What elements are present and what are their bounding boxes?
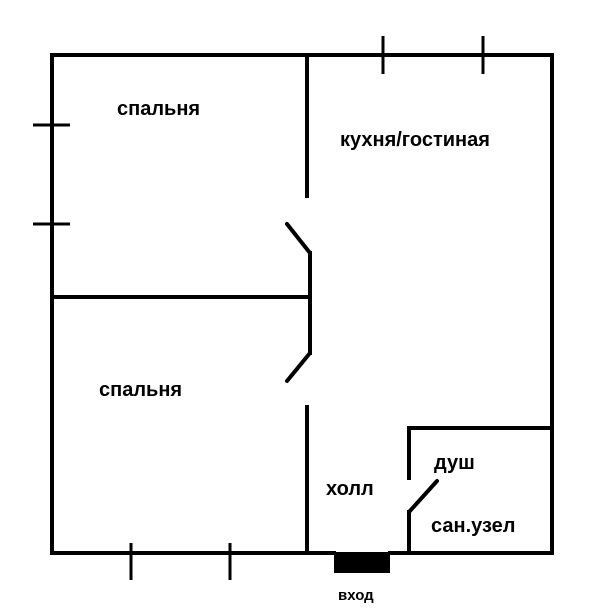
outer-walls [50, 53, 554, 555]
label-hall: холл [326, 478, 374, 500]
label-bedroom-bottom: спальня [99, 379, 182, 401]
label-entrance: вход [338, 587, 374, 604]
doors [285, 222, 439, 514]
door-bathroom [407, 479, 439, 514]
windows [33, 36, 485, 580]
label-shower: душ [434, 452, 475, 474]
entrance-door [334, 552, 390, 573]
label-kitchen-living: кухня/гостиная [340, 129, 490, 151]
label-bedroom-top: спальня [117, 98, 200, 120]
label-bathroom: сан.узел [431, 515, 516, 537]
room-labels: спальня кухня/гостиная спальня холл душ … [99, 98, 516, 604]
interior-walls [50, 53, 554, 555]
door-bedroom-top [285, 222, 312, 255]
door-bedroom-bottom [285, 351, 312, 383]
